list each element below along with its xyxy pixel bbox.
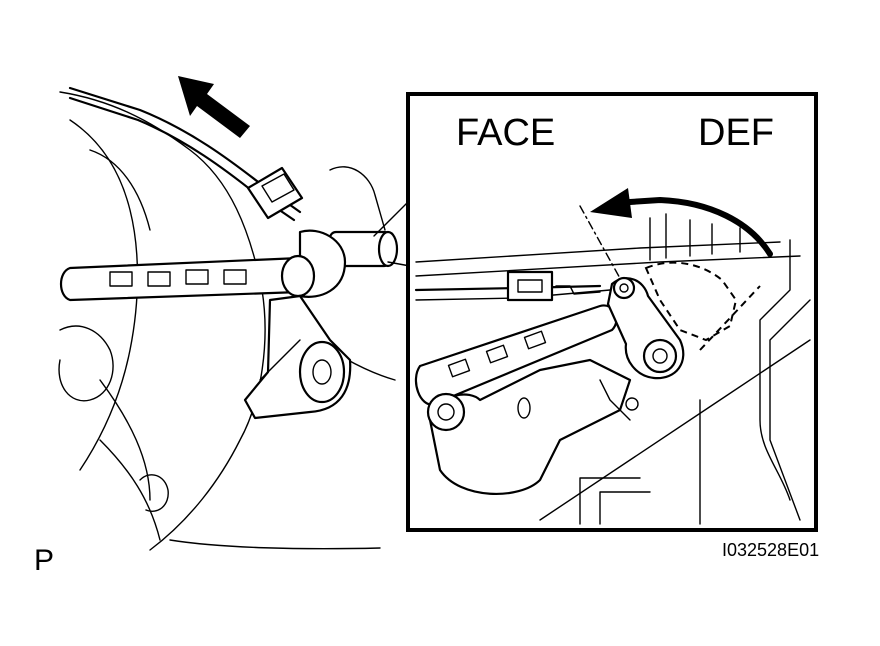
detail-housing-right-2	[769, 299, 811, 521]
housing-rib-2	[89, 149, 151, 231]
lever-pin-end	[377, 230, 399, 268]
detail-link-slot-2	[485, 344, 509, 364]
detail-cable-clamp	[506, 270, 554, 302]
link-arm-slot-4	[223, 269, 247, 285]
detail-lever-hub-hole	[652, 348, 668, 364]
detail-lower-bracket-2	[599, 491, 651, 525]
link-arm-pivot	[280, 254, 316, 298]
housing-boss	[58, 325, 114, 402]
detail-lever-pin-center	[619, 283, 629, 293]
link-arm-slot-2	[147, 271, 171, 287]
housing-outline	[59, 91, 266, 551]
detail-cable-end	[555, 285, 601, 295]
housing-slot	[139, 474, 169, 512]
face-label: FACE	[456, 112, 555, 154]
corner-mark-label: P	[34, 544, 54, 577]
overview-illustration	[58, 76, 399, 551]
reference-code-label: I032528E01	[722, 540, 819, 560]
detail-cam-slot	[517, 397, 531, 419]
control-cable	[68, 86, 302, 214]
cam-plate-hub	[298, 340, 346, 404]
detail-inset	[406, 92, 818, 532]
pull-direction-arrow	[178, 76, 250, 138]
detail-cable-clamp-slot	[517, 279, 543, 293]
cam-plate-edge	[259, 339, 301, 381]
detail-cam-hub	[426, 392, 466, 432]
detail-cam-hub-hole	[437, 403, 455, 421]
rotate-direction-arrow-head	[590, 188, 632, 218]
detail-link-slot-1	[447, 358, 471, 378]
link-arm	[59, 256, 311, 302]
housing-bottom-edge	[169, 539, 381, 550]
cable-clamp	[246, 166, 304, 220]
cam-plate-hub-hole	[312, 359, 332, 385]
bracket-outline	[329, 166, 386, 231]
detail-cam-tab-pin	[625, 397, 639, 411]
def-position-outline	[644, 261, 738, 342]
housing-rib-3	[99, 439, 161, 541]
detail-leader-line-top	[373, 199, 411, 237]
detail-housing-top-2	[415, 255, 801, 277]
detail-cam-tab	[599, 379, 631, 421]
detail-link-arm	[414, 304, 618, 406]
def-label: DEF	[698, 112, 774, 154]
link-arm-slot-3	[185, 269, 209, 285]
def-position-guide	[699, 285, 761, 351]
rotate-direction-arrow-shaft	[627, 196, 773, 257]
detail-lever-pin	[612, 276, 636, 300]
cable-clamp-slot	[261, 173, 295, 203]
detail-housing-ribs	[649, 213, 741, 261]
detail-housing-top	[415, 241, 781, 263]
detail-housing-right	[759, 239, 791, 501]
detail-lower-bracket	[579, 477, 641, 525]
detail-diagonal-edge	[539, 339, 811, 521]
detail-link-slot-3	[523, 330, 547, 350]
link-arm-slot-1	[109, 271, 133, 287]
detail-lever-hub	[642, 338, 678, 374]
housing-rib-4	[99, 379, 151, 501]
